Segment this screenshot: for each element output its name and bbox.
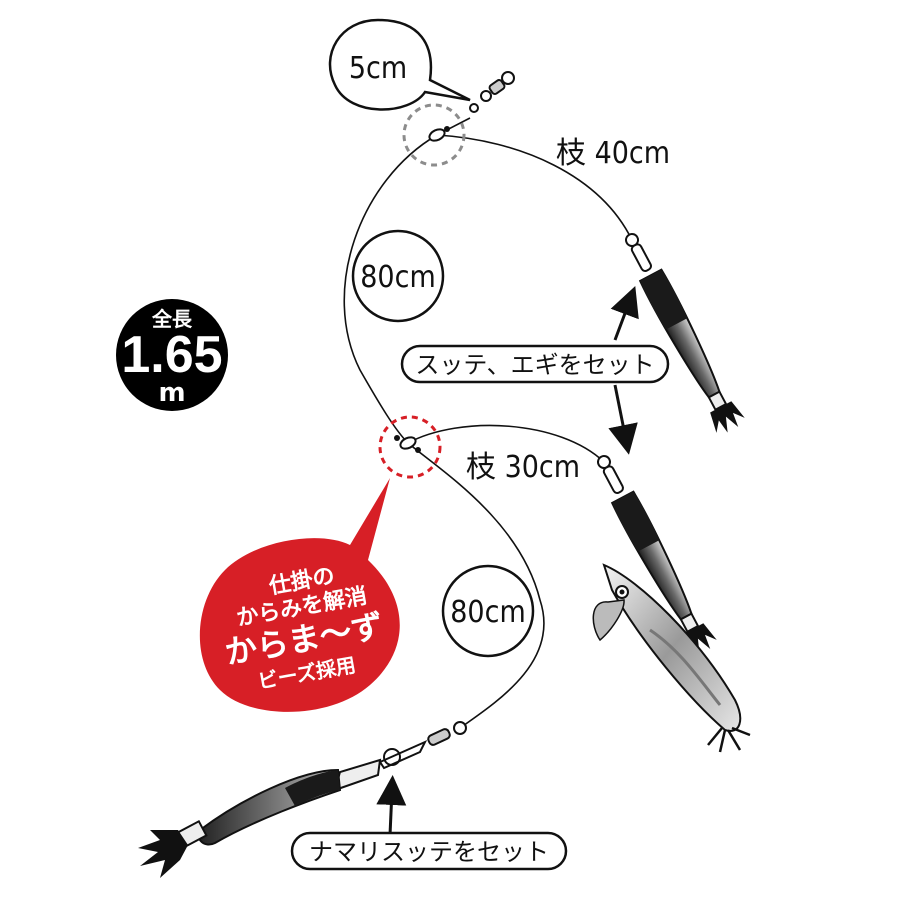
label-80cm-top: 80cm [360,260,435,295]
egi-lure [592,563,751,753]
label-branch-40: 枝 40cm [556,136,670,171]
total-length-unit: m [158,378,185,408]
bubble-5cm: 5cm [328,18,471,111]
feature-badge: 仕掛の からみを解消 からま～ず ビーズ採用 [199,478,400,712]
top-bead-highlight [402,103,466,167]
label-set-namari: ナマリスッテをセット [309,838,549,866]
middle-bead-highlight [378,415,442,479]
arrow-down-sutte [608,384,638,455]
sutte-jig-upper [625,233,745,433]
pill-set-sutte-egi: スッテ、エギをセット [400,344,670,384]
sutte-jig-lower [597,455,717,655]
branch-line-40 [436,134,633,241]
label-set-sutte-egi: スッテ、エギをセット [415,351,654,379]
bubble-80cm-top: 80cm [351,229,445,323]
branch-line-30 [407,424,605,463]
total-length-value: 1.65 [121,326,222,384]
bubble-80cm-bottom: 80cm [441,564,535,658]
arrow-up-namari [376,775,407,836]
top-swivel [469,71,515,113]
middle-bead [394,435,421,453]
bottom-swivel [378,721,467,770]
label-5cm: 5cm [349,51,407,86]
total-length-badge: 全長 1.65 m [116,299,228,411]
total-length-label: 全長 [151,307,193,331]
label-branch-30: 枝 30cm [466,450,580,485]
label-80cm-bottom: 80cm [450,595,525,630]
namari-sutte-jig [138,758,382,878]
top-bead [428,126,450,142]
arrow-up-sutte [610,285,639,341]
pill-set-namari: ナマリスッテをセット [290,831,568,871]
